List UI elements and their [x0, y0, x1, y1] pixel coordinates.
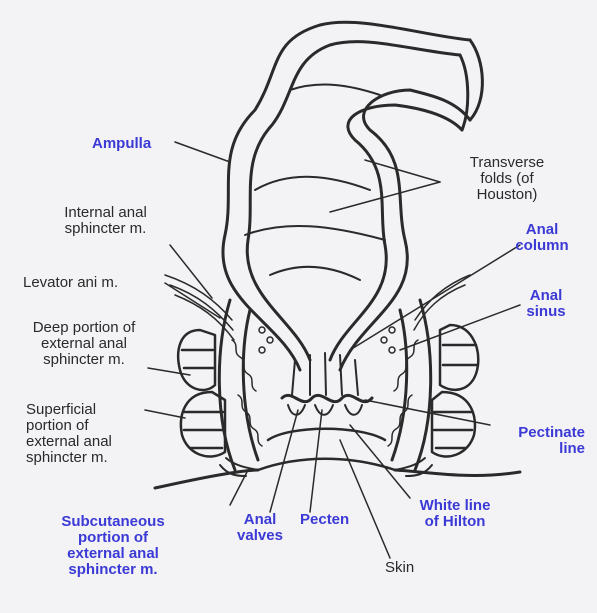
label-white-line-of-hilton: White line of Hilton — [400, 498, 510, 530]
label-pectinate-line: Pectinate line — [480, 425, 585, 457]
deep-external-sphincter-left — [178, 330, 215, 390]
label-pecten: Pecten — [300, 512, 349, 528]
anal-columns — [292, 353, 358, 395]
label-deep-portion: Deep portion of external anal sphincter … — [20, 320, 148, 368]
superficial-external-sphincter-right — [432, 392, 475, 457]
label-anal-column: Anal column — [512, 222, 572, 254]
label-levator-ani: Levator ani m. — [23, 275, 118, 291]
pecten-anus — [258, 429, 395, 470]
levator-ani — [165, 275, 470, 340]
label-ampulla: Ampulla — [92, 136, 151, 152]
bowel-cut-end — [460, 40, 482, 130]
label-anal-valves: Anal valves — [230, 512, 290, 544]
anal-valves-crypts — [288, 405, 362, 415]
label-transverse-folds: Transverse folds (of Houston) — [442, 155, 572, 203]
label-skin: Skin — [385, 560, 414, 576]
label-anal-sinus: Anal sinus — [520, 288, 572, 320]
label-subcutaneous-portion: Subcutaneous portion of external anal sp… — [48, 514, 178, 578]
subcutaneous-sphincter — [220, 458, 432, 476]
superficial-external-sphincter-left — [181, 392, 225, 457]
deep-external-sphincter-right — [440, 325, 478, 390]
label-internal-anal-sphincter: Internal anal sphincter m. — [48, 205, 163, 237]
pectinate-line — [282, 395, 372, 401]
skin-line — [155, 470, 520, 488]
rectum-wall — [223, 22, 470, 370]
label-superficial-portion: Superficial portion of external anal sph… — [26, 402, 112, 466]
